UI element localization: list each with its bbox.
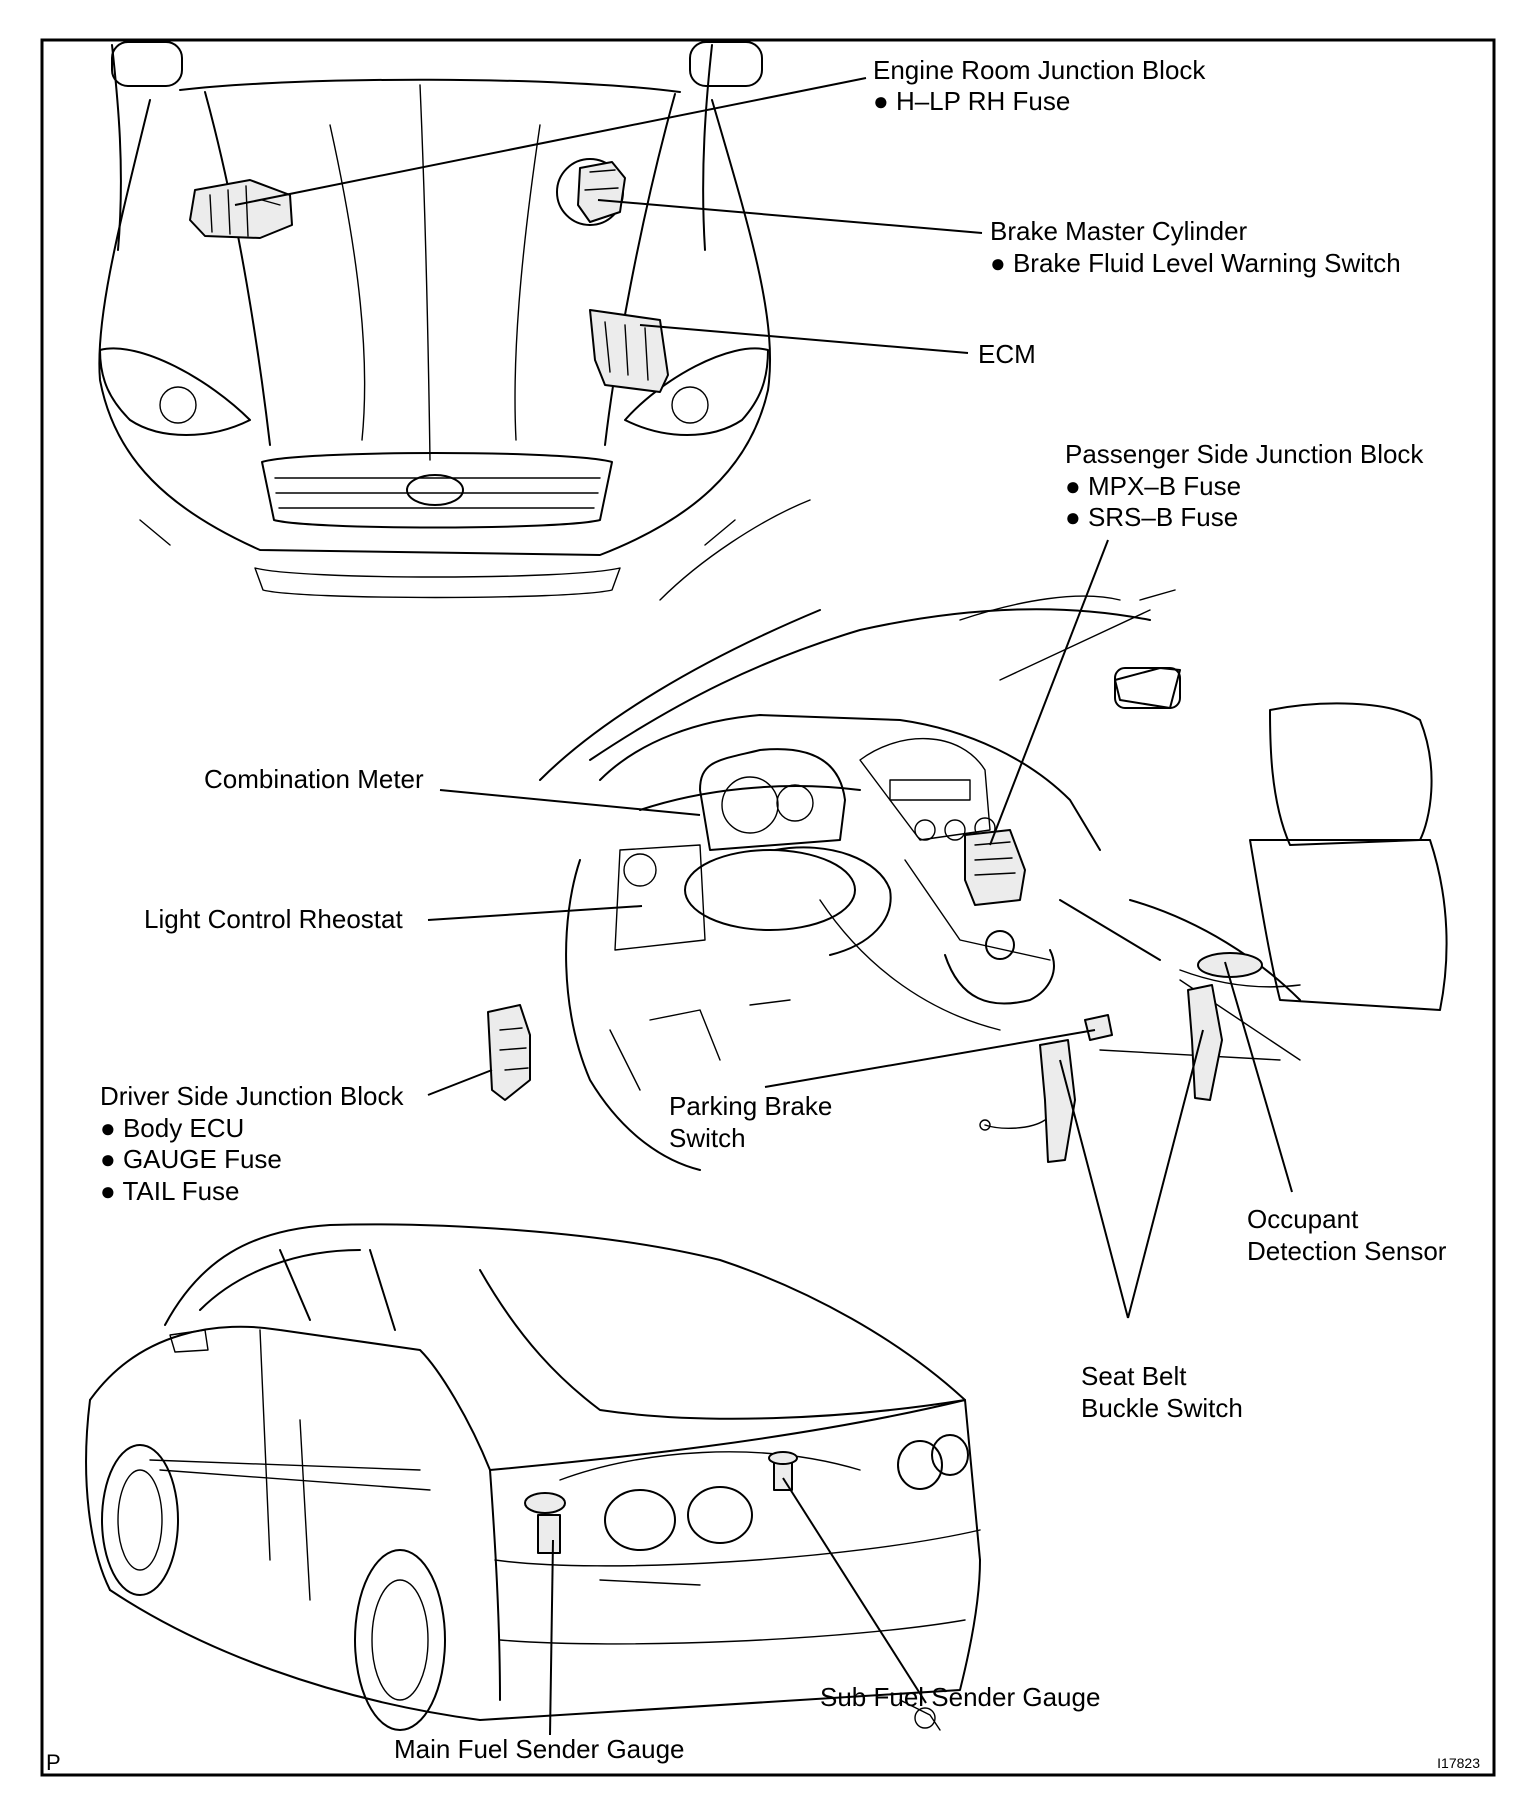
driver-side-junction-block-label: Driver Side Junction Block ● Body ECU ● … [100,1081,404,1206]
seat-belt-buckle-driver-component [979,1039,1076,1163]
label-title: Passenger Side Junction Block [1065,439,1424,469]
diagram-frame [40,38,1496,1777]
label-title: Brake Master Cylinder [990,216,1248,246]
label-line: Buckle Switch [1081,1393,1243,1423]
car-front-illustration [98,41,771,599]
label-line: Parking Brake [669,1091,832,1121]
label-item: ● Body ECU [100,1113,244,1143]
ecm-component [589,309,669,393]
figure-id: I17823 [1437,1755,1480,1771]
brake-master-cylinder-label: Brake Master Cylinder ● Brake Fluid Leve… [990,216,1401,278]
passenger-side-junction-block-component [964,829,1026,906]
car-rear-illustration [85,1223,981,1731]
interior-dashboard-illustration [539,499,1448,1171]
seat-belt-buckle-switch-label: Seat Belt Buckle Switch [1081,1361,1243,1423]
driver-side-junction-block-component [487,1004,531,1101]
main-fuel-sender-gauge-component [524,1492,566,1554]
label-item: ● Brake Fluid Level Warning Switch [990,248,1401,278]
engine-room-junction-block-label: Engine Room Junction Block ● H–LP RH Fus… [873,55,1206,116]
sub-fuel-sender-gauge-label: Sub Fuel Sender Gauge [820,1682,1100,1712]
sub-fuel-sender-gauge-component [768,1451,798,1491]
brake-master-cylinder-component [556,158,626,226]
seat-belt-buckle-passenger-component [1187,984,1223,1101]
passenger-side-junction-block-label: Passenger Side Junction Block ● MPX–B Fu… [1065,439,1424,532]
combination-meter-label: Combination Meter [204,764,424,794]
label-item: ● SRS–B Fuse [1065,502,1238,532]
label-line: Switch [669,1123,746,1153]
engine-room-junction-block-component [189,179,293,239]
label-item: ● GAUGE Fuse [100,1144,282,1174]
label-title: Engine Room Junction Block [873,55,1206,85]
leader-lines [234,77,1293,1736]
parking-brake-switch-component [1084,1014,1113,1041]
parking-brake-switch-label: Parking Brake Switch [669,1091,832,1153]
label-line: Detection Sensor [1247,1236,1447,1266]
label-title: Driver Side Junction Block [100,1081,404,1111]
main-fuel-sender-gauge-label: Main Fuel Sender Gauge [394,1734,685,1764]
ecm-label: ECM [978,339,1036,369]
occupant-detection-sensor-component [1179,952,1301,988]
light-control-rheostat-label: Light Control Rheostat [144,904,403,934]
label-item: ● MPX–B Fuse [1065,471,1241,501]
corner-mark: P [46,1750,61,1775]
label-item: ● TAIL Fuse [100,1176,240,1206]
label-line: Occupant [1247,1204,1359,1234]
occupant-detection-sensor-label: Occupant Detection Sensor [1247,1204,1447,1266]
label-line: Seat Belt [1081,1361,1187,1391]
label-item: ● H–LP RH Fuse [873,86,1070,116]
